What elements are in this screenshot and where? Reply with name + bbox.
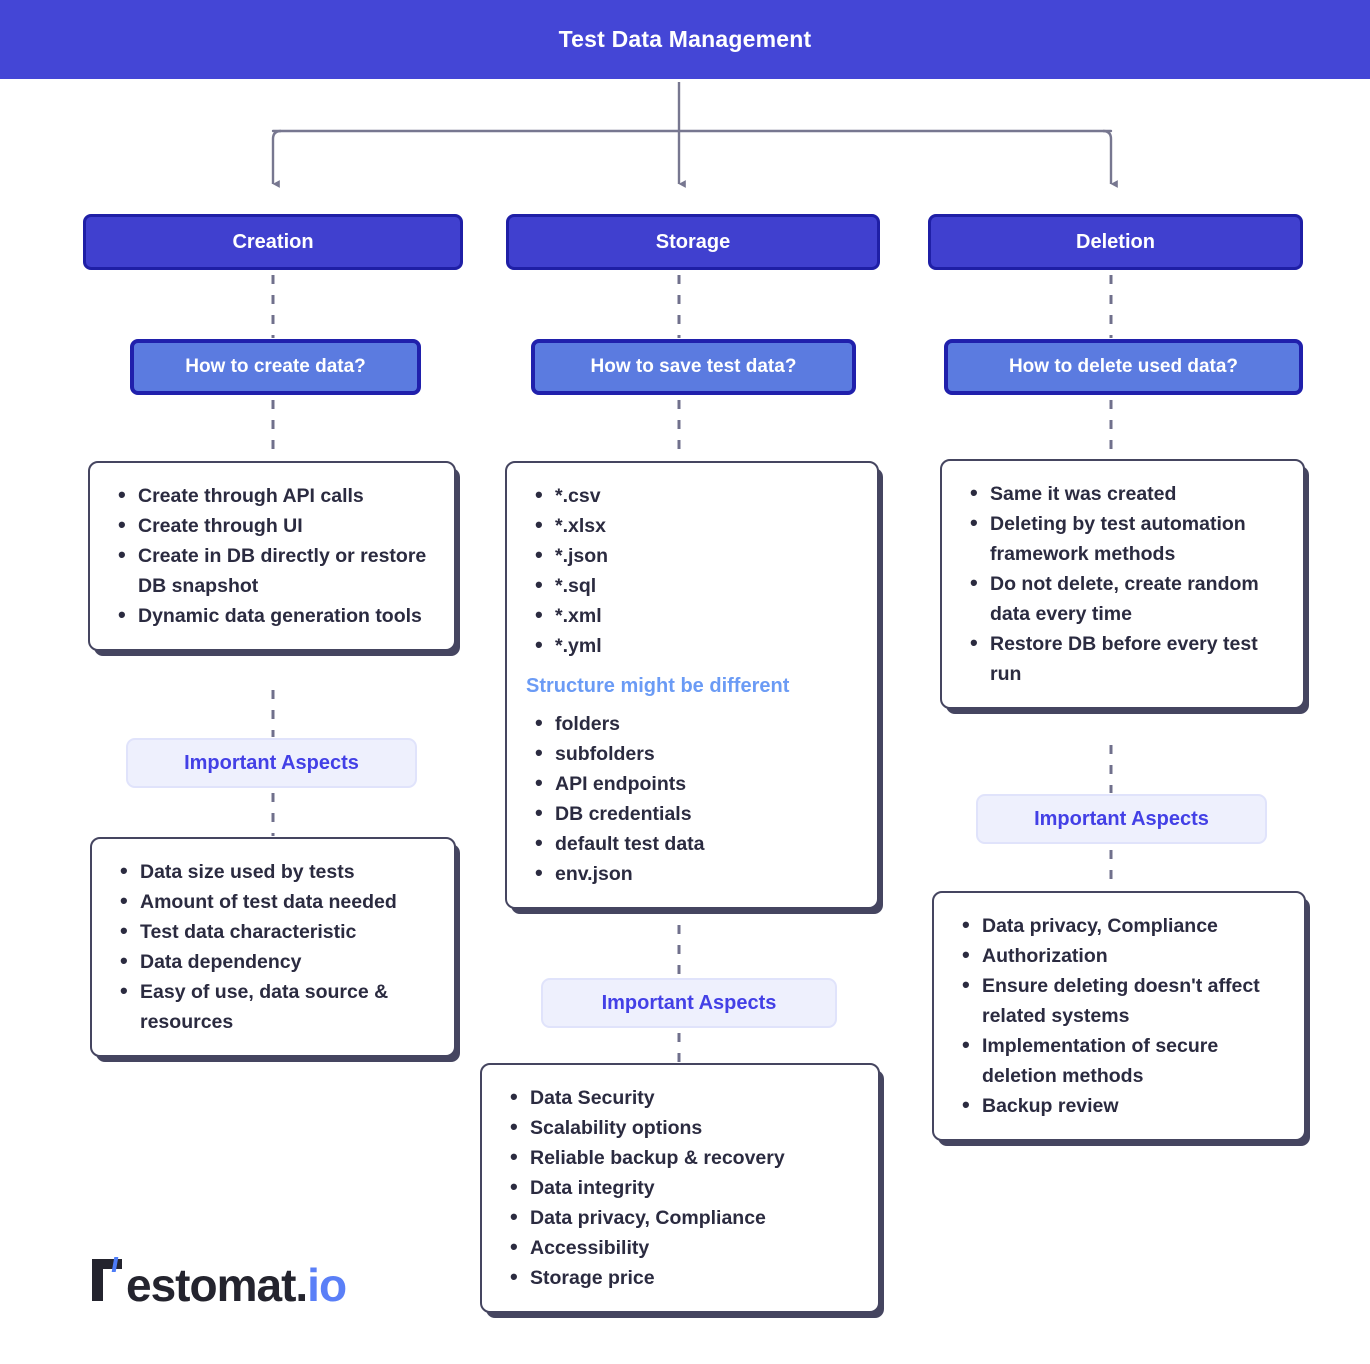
list-item: API endpoints (523, 768, 863, 799)
list-item: Ensure deleting doesn't affect related s… (950, 970, 1290, 1031)
list-item: *.csv (523, 480, 863, 511)
list-item: Accessibility (498, 1232, 864, 1263)
important-aspects-label: Important Aspects (1034, 807, 1209, 830)
page-title: Test Data Management (558, 26, 812, 52)
list-item: Create through API calls (106, 480, 440, 511)
question-label-storage: How to save test data? (590, 356, 797, 377)
list-storage-aspects: Data Security Scalability options Reliab… (498, 1082, 864, 1293)
list-item: DB credentials (523, 798, 863, 829)
content-box-creation-aspects: Data size used by tests Amount of test d… (90, 837, 456, 1057)
list-item: *.json (523, 540, 863, 571)
content-box-deletion-aspects: Data privacy, Compliance Authorization E… (932, 891, 1306, 1141)
list-item: Data privacy, Compliance (950, 910, 1290, 941)
question-box-creation[interactable]: How to create data? (130, 339, 421, 395)
list-item: folders (523, 708, 863, 739)
list-item: Implementation of secure deletion method… (950, 1030, 1290, 1091)
list-creation-aspects: Data size used by tests Amount of test d… (108, 856, 440, 1037)
list-item: *.xml (523, 600, 863, 631)
list-item: Same it was created (958, 478, 1289, 509)
question-box-storage[interactable]: How to save test data? (531, 339, 856, 395)
list-item: *.xlsx (523, 510, 863, 541)
important-aspects-pill-deletion[interactable]: Important Aspects (976, 794, 1267, 844)
list-item: Authorization (950, 940, 1290, 971)
category-box-deletion[interactable]: Deletion (928, 214, 1303, 270)
important-aspects-label: Important Aspects (601, 991, 777, 1014)
list-item: Amount of test data needed (108, 886, 440, 917)
category-label-creation: Creation (232, 230, 314, 253)
question-box-deletion[interactable]: How to delete used data? (944, 339, 1303, 395)
list-item: Scalability options (498, 1112, 864, 1143)
question-label-deletion: How to delete used data? (1008, 356, 1239, 377)
list-item: default test data (523, 828, 863, 859)
list-item: subfolders (523, 738, 863, 769)
list-creation-methods: Create through API calls Create through … (106, 480, 440, 631)
list-item: Create in DB directly or restore DB snap… (106, 540, 440, 601)
list-item: Data integrity (498, 1172, 864, 1203)
list-item: Data privacy, Compliance (498, 1202, 864, 1233)
list-item: Dynamic data generation tools (106, 600, 440, 631)
question-label-creation: How to create data? (185, 356, 366, 377)
category-label-deletion: Deletion (1076, 230, 1155, 253)
logo-t-mark-icon (92, 1253, 126, 1301)
logo-tld: io (307, 1259, 347, 1311)
list-item: Data size used by tests (108, 856, 440, 887)
list-item: Test data characteristic (108, 916, 440, 947)
list-item: Create through UI (106, 510, 440, 541)
category-box-creation[interactable]: Creation (83, 214, 463, 270)
list-item: Easy of use, data source & resources (108, 976, 440, 1037)
content-box-deletion-methods: Same it was created Deleting by test aut… (940, 459, 1305, 709)
list-item: Data dependency (108, 946, 440, 977)
logo-dot: . (295, 1259, 308, 1311)
storage-structure-subhead: Structure might be different (526, 675, 790, 697)
logo-wordmark: estomat (126, 1259, 296, 1311)
important-aspects-label: Important Aspects (184, 751, 359, 774)
list-item: Restore DB before every test run (958, 628, 1289, 689)
list-item: Deleting by test automation framework me… (958, 508, 1289, 569)
list-item: Data Security (498, 1082, 864, 1113)
content-box-storage-aspects: Data Security Scalability options Reliab… (480, 1063, 880, 1313)
list-deletion-aspects: Data privacy, Compliance Authorization E… (950, 910, 1290, 1121)
content-box-creation-methods: Create through API calls Create through … (88, 461, 456, 651)
list-item: Backup review (950, 1090, 1290, 1121)
list-item: Storage price (498, 1262, 864, 1293)
content-box-storage-formats: *.csv *.xlsx *.json *.sql *.xml *.yml St… (505, 461, 879, 909)
diagram-header: Test Data Management (0, 0, 1370, 79)
important-aspects-pill-creation[interactable]: Important Aspects (126, 738, 417, 788)
list-item: Do not delete, create random data every … (958, 568, 1289, 629)
list-storage-formats: *.csv *.xlsx *.json *.sql *.xml *.yml (523, 480, 863, 661)
list-storage-structure: folders subfolders API endpoints DB cred… (523, 708, 863, 889)
list-deletion-methods: Same it was created Deleting by test aut… (958, 478, 1289, 689)
category-box-storage[interactable]: Storage (506, 214, 880, 270)
list-item: *.sql (523, 570, 863, 601)
list-item: env.json (523, 858, 863, 889)
list-item: *.yml (523, 630, 863, 661)
list-item: Reliable backup & recovery (498, 1142, 864, 1173)
important-aspects-pill-storage[interactable]: Important Aspects (541, 978, 837, 1028)
testomat-logo[interactable]: estomat . io (92, 1253, 347, 1312)
category-label-storage: Storage (655, 230, 731, 253)
